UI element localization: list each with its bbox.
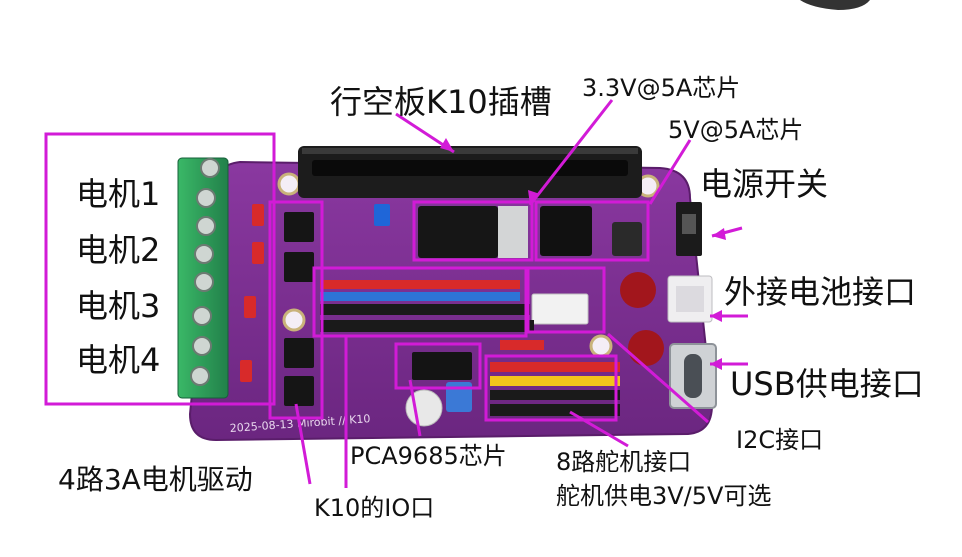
usb-c-port-icon [669, 343, 717, 409]
label-k10-slot: 行空板K10插槽 [330, 83, 552, 121]
background-object [800, 0, 870, 10]
motor-driver-chips [284, 212, 314, 406]
jst-connector-icon [667, 275, 713, 323]
label-servo-port: 8路舵机接口 [556, 448, 692, 476]
motor-jumpers [240, 204, 264, 382]
boot-switch [374, 204, 390, 226]
annotation-arrowheads [440, 138, 726, 370]
regulator-chips [418, 206, 642, 258]
label-pca-chip: PCA9685芯片 [350, 442, 507, 470]
label-33v-chip: 3.3V@5A芯片 [582, 74, 741, 102]
label-motor1: 电机1 [76, 175, 161, 213]
io-header [320, 280, 534, 332]
label-usb-power: USB供电接口 [730, 365, 924, 403]
servo-header [490, 340, 620, 416]
annotation-boxes [44, 132, 650, 422]
label-motor2: 电机2 [76, 231, 161, 269]
label-i2c-port: I2C接口 [736, 426, 824, 454]
label-motor4: 电机4 [76, 341, 161, 379]
slide-switch-icon [676, 202, 702, 256]
k10-slot [298, 146, 642, 198]
i2c-connector [531, 293, 589, 325]
screw-terminal-icon [177, 157, 229, 399]
label-battery-port: 外接电池接口 [724, 273, 917, 311]
label-motor-driver: 4路3A电机驱动 [58, 463, 253, 496]
label-k10-io: K10的IO口 [314, 494, 435, 522]
label-5v-chip: 5V@5A芯片 [668, 116, 804, 144]
label-motor3: 电机3 [76, 287, 161, 325]
label-servo-power: 舵机供电3V/5V可选 [556, 482, 772, 510]
pca9685-chip [412, 352, 472, 380]
label-power-switch: 电源开关 [700, 165, 829, 203]
